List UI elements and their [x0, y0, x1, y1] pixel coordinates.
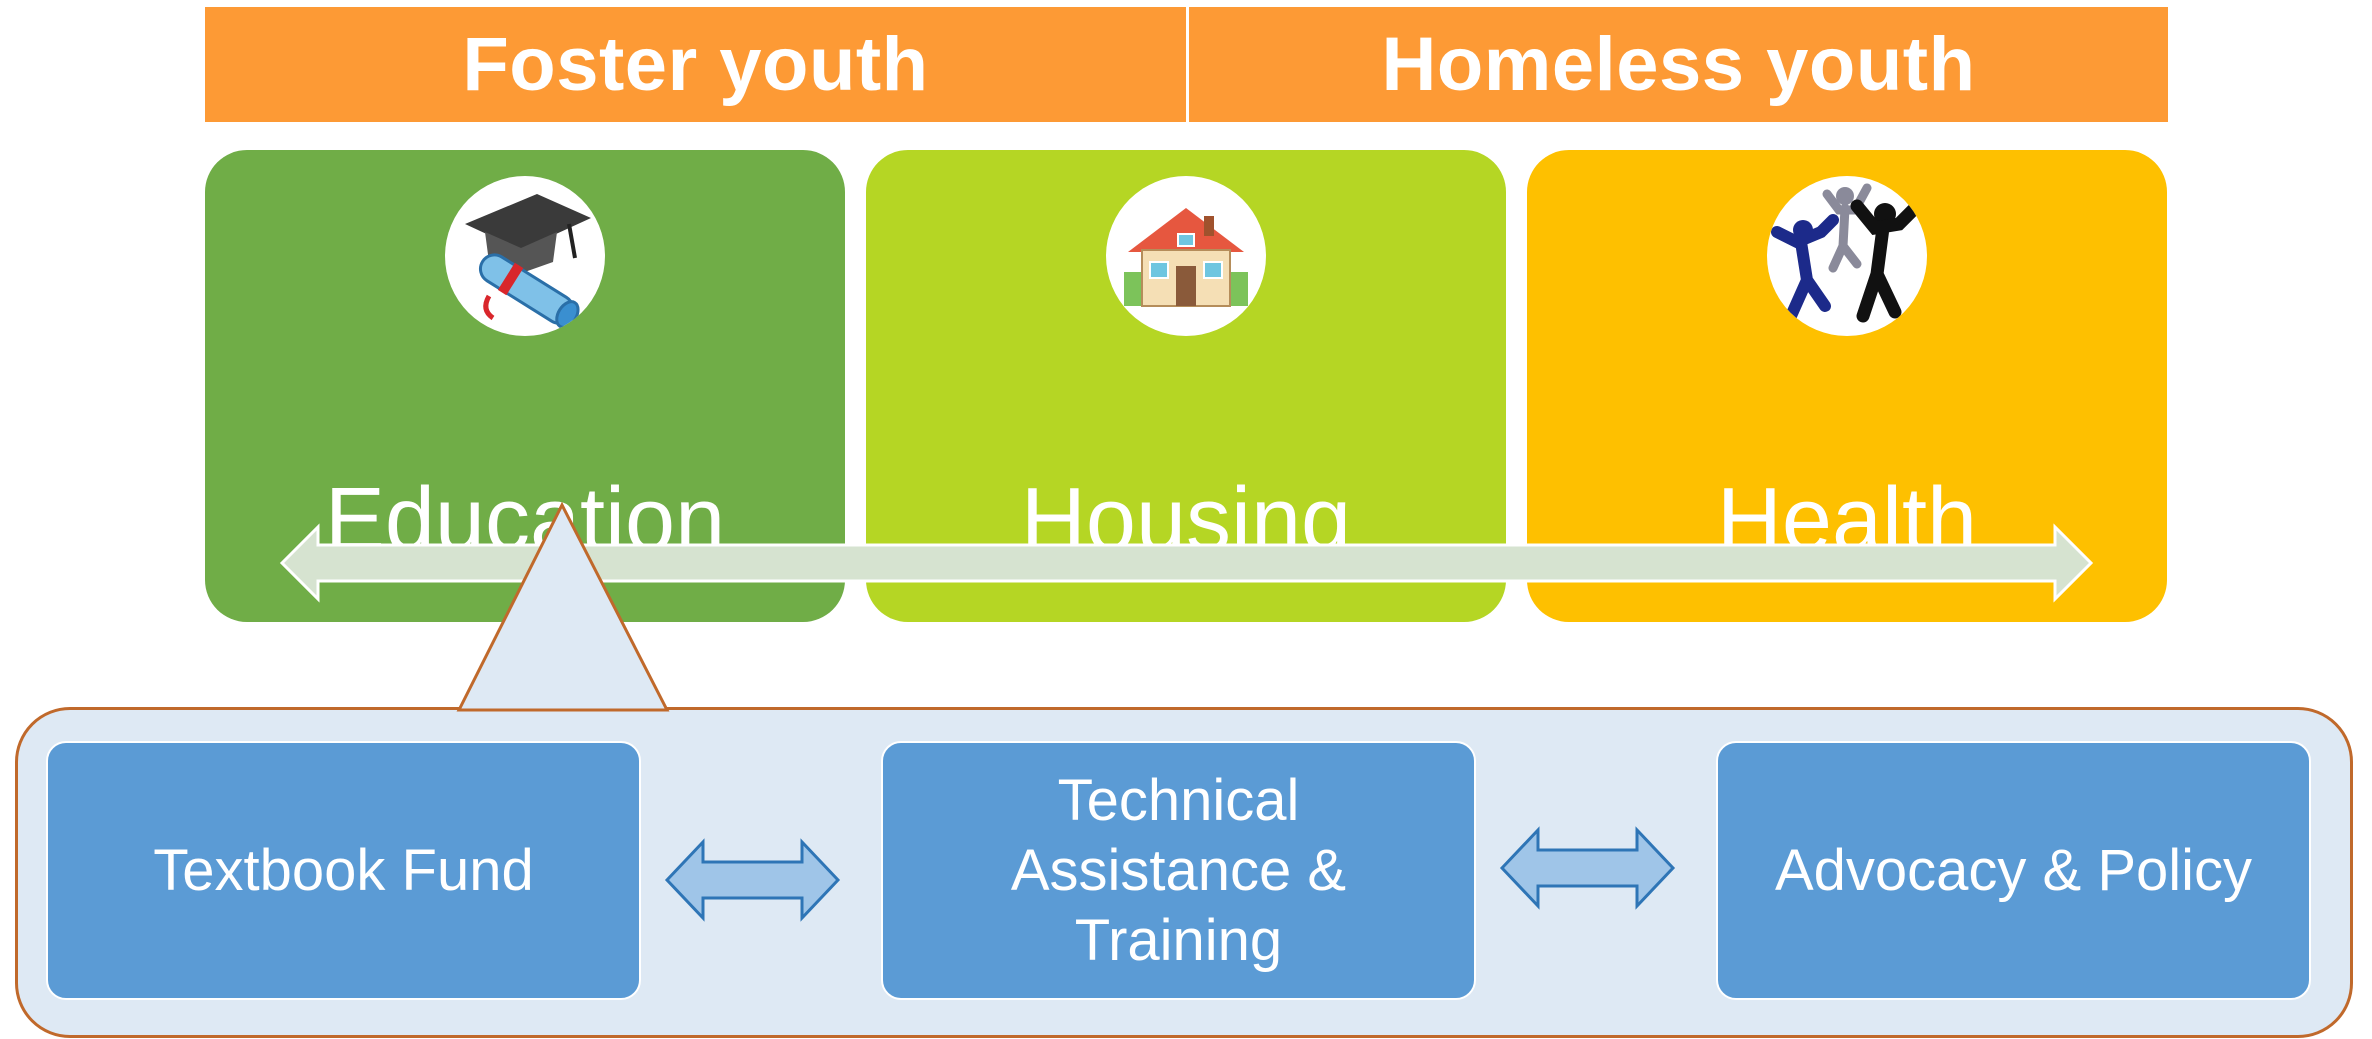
category-housing: Housing: [866, 150, 1506, 622]
double-arrow-left: [664, 838, 841, 922]
header-bar: Foster youth Homeless youth: [205, 7, 2168, 122]
program-advocacy-policy: Advocacy & Policy: [1716, 741, 2311, 1000]
house-icon: [1106, 176, 1266, 336]
pointer-triangle: [456, 501, 670, 712]
category-double-arrow: [279, 523, 2094, 603]
program-textbook-fund: Textbook Fund: [46, 741, 641, 1000]
double-arrow-right: [1499, 826, 1676, 910]
header-homeless-youth: Homeless youth: [1381, 22, 1976, 107]
people-jumping-icon: [1767, 176, 1927, 336]
header-foster-youth: Foster youth: [205, 7, 1189, 122]
program-technical-assistance: Technical Assistance & Training: [881, 741, 1476, 1000]
